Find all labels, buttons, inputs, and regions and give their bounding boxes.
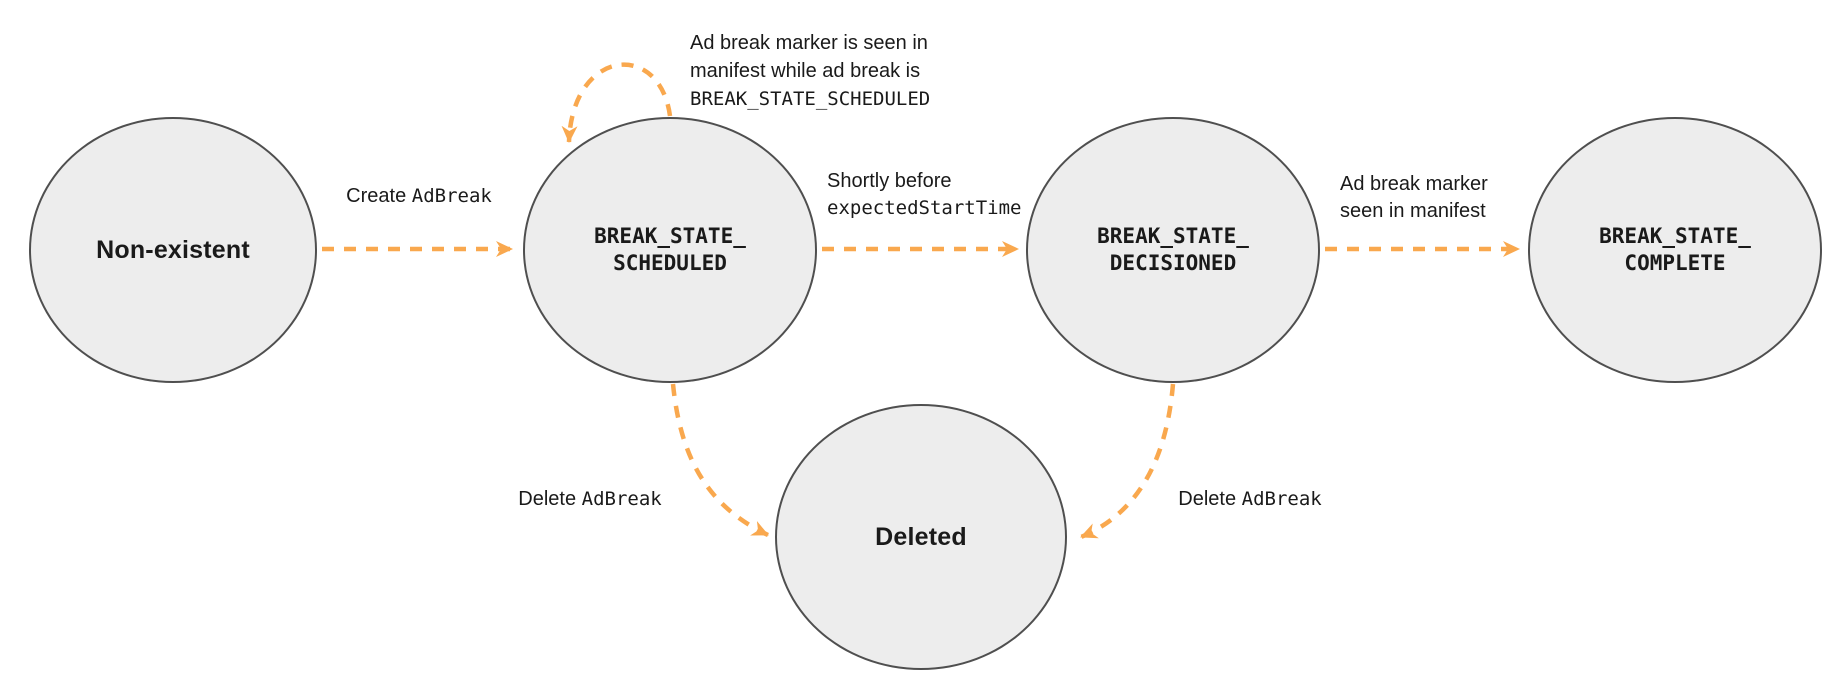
state-label-complete-line2: COMPLETE: [1624, 251, 1726, 275]
label-shortly-before: Shortly before expectedStartTime: [827, 168, 1021, 222]
label-self-loop-line1: Ad break marker is seen in: [690, 32, 928, 54]
label-delete-left-text: Delete: [518, 488, 582, 510]
state-label-deleted: Deleted: [875, 522, 967, 551]
label-marker-seen-line2: seen in manifest: [1340, 200, 1486, 222]
label-create-code: AdBreak: [411, 185, 492, 207]
label-marker-seen-line1: Ad break marker: [1340, 173, 1488, 195]
label-delete-left-code: AdBreak: [581, 488, 662, 510]
label-self-loop: Ad break marker is seen in manifest whil…: [690, 29, 930, 113]
label-delete-right-text: Delete: [1178, 488, 1242, 510]
state-break-state-complete: BREAK_STATE_ COMPLETE: [1528, 117, 1822, 383]
arrow-self-loop-scheduled: [561, 62, 673, 143]
label-shortly-before-line2: expectedStartTime: [827, 197, 1022, 219]
arrow-delete-from-scheduled: [670, 383, 769, 538]
state-label-scheduled-line1: BREAK_STATE_: [594, 224, 746, 248]
state-non-existent: Non-existent: [29, 117, 317, 383]
state-break-state-decisioned: BREAK_STATE_ DECISIONED: [1026, 117, 1320, 383]
state-label-complete-line1: BREAK_STATE_: [1599, 224, 1751, 248]
label-delete-adbreak-right: Delete AdBreak: [1178, 485, 1321, 513]
label-self-loop-line2: manifest while ad break is: [690, 60, 921, 82]
state-label-scheduled-line2: SCHEDULED: [613, 251, 727, 275]
state-label-decisioned-line2: DECISIONED: [1109, 251, 1237, 275]
arrow-delete-from-decisioned: [1080, 383, 1176, 540]
label-delete-adbreak-left: Delete AdBreak: [518, 485, 661, 513]
label-self-loop-line3: BREAK_STATE_SCHEDULED: [690, 88, 931, 110]
label-marker-seen: Ad break marker seen in manifest: [1340, 171, 1488, 225]
label-delete-right-code: AdBreak: [1241, 488, 1322, 510]
label-create-text: Create: [346, 185, 412, 207]
state-label-decisioned-line1: BREAK_STATE_: [1097, 224, 1249, 248]
state-deleted: Deleted: [775, 404, 1067, 670]
label-create-adbreak: Create AdBreak: [346, 182, 492, 210]
label-shortly-before-line1: Shortly before: [827, 170, 952, 192]
state-break-state-scheduled: BREAK_STATE_ SCHEDULED: [523, 117, 817, 383]
state-label-non-existent: Non-existent: [96, 235, 250, 264]
